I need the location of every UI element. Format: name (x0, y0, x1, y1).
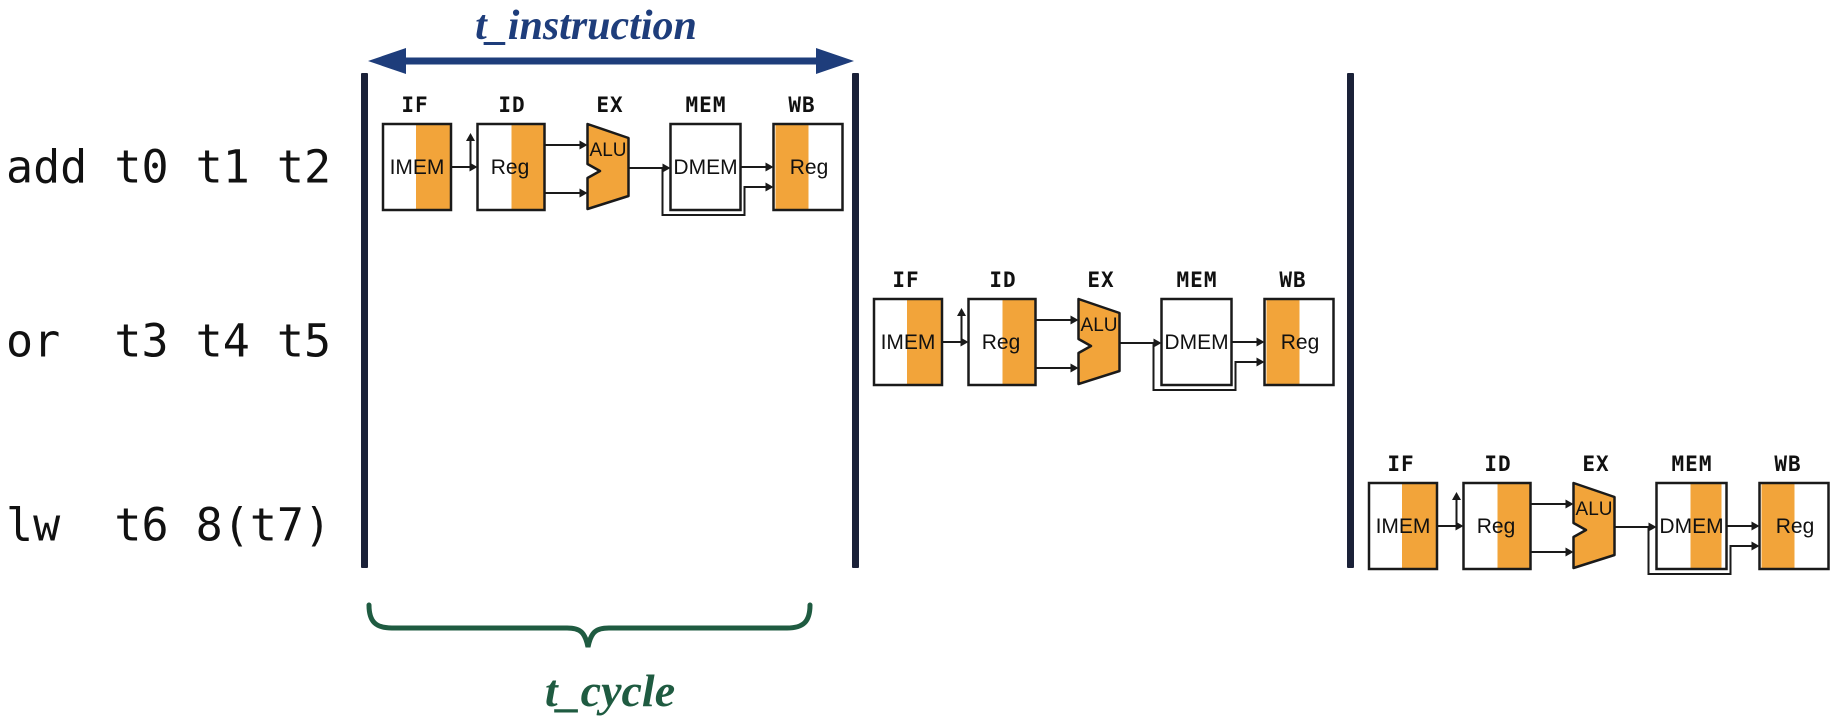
arrowhead-alu-upper-icon (579, 140, 587, 150)
instruction-add: add t0 t1 t2 (6, 140, 332, 194)
wb-reg-highlight (1266, 300, 1299, 384)
arrowhead-dmem-icon (662, 163, 670, 173)
wb-reg-box (1262, 297, 1335, 387)
imem-highlight (415, 125, 450, 209)
t-instruction-label: t_instruction (475, 3, 697, 49)
t-instruction-arrow (368, 48, 854, 74)
alu-label: ALU (1576, 499, 1613, 520)
regfile-highlight (1002, 300, 1034, 384)
wire-dmem-bypass-loop (1152, 343, 1257, 391)
instruction-or: or t3 t4 t5 (6, 314, 332, 368)
stage-label-wb: WB (788, 93, 815, 117)
arrowhead-wbreg-mid-icon (1751, 521, 1760, 531)
wb-reg-label: Reg (1776, 515, 1815, 538)
stage-label-if: IF (892, 268, 919, 292)
alu-label: ALU (589, 140, 626, 161)
t-cycle-brace (366, 602, 813, 648)
dmem-label: DMEM (673, 156, 737, 179)
dmem-label: DMEM (1659, 515, 1723, 538)
regfile-highlight (511, 125, 543, 209)
datapath-cycle-1: IF ID EX MEM WB IMEM Reg AL (365, 88, 856, 221)
wb-reg-label: Reg (1280, 331, 1319, 354)
regfile-label: Reg (1477, 515, 1516, 538)
dmem-label: DMEM (1164, 331, 1228, 354)
regfile-label: Reg (981, 331, 1020, 354)
cycle-boundary-bar-3 (1347, 73, 1354, 568)
stage-label-mem: MEM (1672, 452, 1713, 476)
arrowhead-alu-lower-icon (579, 188, 587, 198)
stage-label-ex: EX (1087, 268, 1114, 292)
regfile-box (1462, 481, 1532, 571)
arrowhead-right-icon (816, 48, 854, 74)
stage-label-wb: WB (1774, 452, 1801, 476)
brace-path (366, 602, 813, 648)
imem-highlight (906, 300, 941, 384)
stage-label-id: ID (498, 93, 525, 117)
arrowhead-reg-top-icon (465, 133, 475, 141)
wb-reg-highlight (1761, 484, 1795, 568)
wb-reg-highlight (775, 125, 808, 209)
datapath-cycle-3: IF ID EX MEM WB IMEM Reg AL (1351, 447, 1840, 580)
arrowhead-wbreg-mid-icon (1256, 337, 1264, 347)
alu-label: ALU (1080, 315, 1117, 336)
alu-shape (1572, 481, 1616, 570)
cycle-boundary-bar-2 (852, 73, 859, 568)
instruction-lw: lw t6 8(t7) (6, 498, 332, 552)
regfile-box (475, 122, 546, 212)
imem-label: IMEM (1376, 515, 1431, 538)
arrowhead-reg-top-icon (1452, 492, 1461, 500)
cycle-boundary-bar-1 (361, 73, 368, 568)
arrowhead-alu-upper-icon (1565, 499, 1574, 509)
imem-highlight (1402, 484, 1436, 568)
wb-reg-label: Reg (789, 156, 828, 179)
arrowhead-dmem-icon (1648, 522, 1657, 532)
regfile-label: Reg (490, 156, 529, 179)
stage-label-mem: MEM (1176, 268, 1217, 292)
stage-label-mem: MEM (685, 93, 726, 117)
imem-label: IMEM (880, 331, 935, 354)
stage-label-wb: WB (1279, 268, 1306, 292)
wire-dmem-bypass-loop (1647, 527, 1752, 575)
stage-label-if: IF (1387, 452, 1414, 476)
regfile-box (966, 297, 1037, 387)
regfile-highlight (1497, 484, 1530, 568)
stage-label-ex: EX (1582, 452, 1609, 476)
stage-label-ex: EX (596, 93, 623, 117)
stage-label-id: ID (989, 268, 1016, 292)
arrowhead-alu-lower-icon (1070, 363, 1078, 373)
arrowhead-wbreg-mid-icon (765, 162, 773, 172)
alu-shape (1076, 297, 1121, 386)
t-cycle-label: t_cycle (544, 665, 676, 716)
wb-reg-box (771, 122, 844, 212)
wire-dmem-bypass-loop (661, 168, 766, 216)
arrowhead-wbreg-lower-icon (1751, 541, 1760, 551)
arrowhead-reg-top-icon (956, 308, 966, 316)
arrowhead-wbreg-lower-icon (765, 182, 773, 192)
arrowhead-alu-upper-icon (1070, 315, 1078, 325)
imem-label: IMEM (389, 156, 444, 179)
arrowhead-left-icon (368, 48, 406, 74)
dmem-highlight (1690, 484, 1722, 568)
arrowhead-alu-lower-icon (1565, 547, 1574, 557)
wb-reg-box (1758, 481, 1830, 571)
stage-label-if: IF (401, 93, 428, 117)
arrowhead-wbreg-lower-icon (1256, 357, 1264, 367)
arrowhead-dmem-icon (1153, 338, 1161, 348)
datapath-cycle-2: IF ID EX MEM WB IMEM Reg AL (856, 263, 1347, 396)
alu-shape (585, 122, 630, 211)
stage-label-id: ID (1484, 452, 1511, 476)
